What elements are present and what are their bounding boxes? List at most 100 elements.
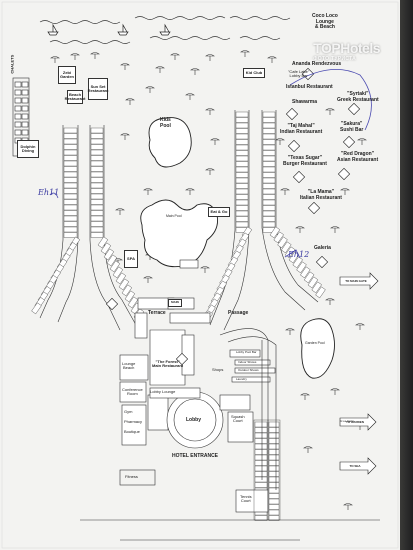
room-cell xyxy=(121,284,133,297)
kids-pool xyxy=(148,117,192,168)
room-cell xyxy=(31,302,42,315)
room-cell xyxy=(235,221,249,228)
room-cell xyxy=(277,236,288,249)
room-cell xyxy=(103,248,115,261)
room-cell xyxy=(262,205,276,211)
room-cell xyxy=(235,111,249,118)
room-cell xyxy=(254,465,268,472)
room-cell xyxy=(63,199,78,205)
room-cell xyxy=(262,210,276,217)
room-cell xyxy=(90,166,104,172)
room-cell xyxy=(262,133,276,140)
room-cell xyxy=(268,482,280,488)
pools xyxy=(140,117,335,379)
sea-waves xyxy=(39,16,291,44)
label-fitness: Fitness xyxy=(125,474,138,479)
room-cell xyxy=(262,144,276,151)
label-passage: Passage xyxy=(228,310,249,316)
room-cell xyxy=(63,138,78,145)
room-cell xyxy=(262,194,276,200)
room-cell xyxy=(63,149,78,156)
label-garden-pool: Garden Pool xyxy=(305,341,325,345)
room-cell xyxy=(90,171,104,178)
room-cell xyxy=(90,177,104,183)
label-lounge: Lounge Beach xyxy=(122,361,136,371)
room-cell xyxy=(235,133,249,140)
room-cell xyxy=(281,241,292,254)
room-cell xyxy=(235,183,249,189)
room-cell xyxy=(235,199,249,206)
room-cell xyxy=(268,438,280,444)
room-cell xyxy=(268,465,280,472)
room-cell xyxy=(127,296,139,309)
label-lobby: Lobby xyxy=(186,417,201,423)
room-cell xyxy=(90,232,104,238)
label-la-mama: "La Mama" Italian Restaurant xyxy=(300,189,342,201)
room-cell xyxy=(63,204,78,211)
label-shops: Shops xyxy=(212,367,224,372)
room-cell xyxy=(254,432,268,439)
label-boutique: Boutique xyxy=(124,429,140,434)
room-cell xyxy=(235,117,249,123)
room-cell xyxy=(63,193,78,200)
room-cell xyxy=(262,221,276,228)
room-cell xyxy=(268,487,280,494)
label-syrtaki: "Syrtaki" Greek Restaurant xyxy=(337,91,379,103)
room-cell xyxy=(268,460,280,466)
label-lobby-lounge: Lobby Lounge xyxy=(150,389,176,394)
room-cell xyxy=(268,443,280,450)
label-a-la-carte: A La Carte xyxy=(340,419,355,423)
room-cell xyxy=(254,471,268,477)
room-cell xyxy=(90,144,104,150)
room-cell xyxy=(273,231,284,244)
room-cell xyxy=(296,261,307,274)
room-cell xyxy=(112,266,124,279)
room-cell xyxy=(90,215,104,222)
photo-edge-shadow xyxy=(400,0,413,550)
label-spa: SPA xyxy=(124,250,138,268)
label-main-pool: Main Pool xyxy=(166,214,182,218)
tophotels-watermark: TOPHotels ФОТО ТУРИСТА xyxy=(313,40,380,62)
room-cell xyxy=(254,460,268,466)
room-cell xyxy=(90,182,104,189)
room-cell xyxy=(235,122,249,129)
label-sakura: "Sakura" Sushi Bar xyxy=(340,121,364,133)
room-cell xyxy=(262,139,276,145)
room-cell xyxy=(268,515,280,521)
label-shawarma: Shawarma xyxy=(292,99,318,105)
room-cell xyxy=(90,210,104,216)
room-cell xyxy=(106,254,118,267)
label-coco-loco: Coco Loco Lounge & Beach xyxy=(312,13,338,30)
resort-map-paper: CHALETS Dolphin Diving Zebi Garden Beach… xyxy=(0,0,400,550)
building-left-wing xyxy=(39,125,137,331)
label-laundry: Laundry xyxy=(236,377,247,381)
room-cell xyxy=(63,221,78,227)
room-cell xyxy=(254,449,268,455)
room-cell xyxy=(118,278,130,291)
room-cell xyxy=(90,226,104,233)
label-red-dragon: "Red Dragon" Asian Restaurant xyxy=(337,151,379,163)
room-cell xyxy=(235,139,249,145)
room-cell xyxy=(254,454,268,461)
main-pool xyxy=(140,199,218,268)
room-cell xyxy=(235,128,249,134)
label-outdoor-shows: Outdoor Shows xyxy=(238,368,259,372)
room-cell xyxy=(268,449,280,455)
room-cell xyxy=(63,144,78,150)
room-cell xyxy=(254,421,268,428)
room-cell xyxy=(254,476,268,483)
label-taj-mahal: "Taj Mahal" Indian Restaurant xyxy=(280,123,323,135)
arrow-to-sea: TO SEA xyxy=(349,464,361,468)
room-cell xyxy=(268,471,280,477)
room-cell xyxy=(268,454,280,461)
garden-pool xyxy=(300,318,335,379)
restaurant-icons xyxy=(105,67,361,366)
room-cell xyxy=(90,160,104,167)
label-beach: Beach Restaurant xyxy=(65,90,85,104)
room-cell xyxy=(262,166,276,173)
label-lobby-pool-bar: Lobby Pool Bar xyxy=(236,350,257,354)
room-cell xyxy=(262,128,276,134)
room-cell xyxy=(63,232,78,238)
room-cell xyxy=(235,155,249,162)
room-cell xyxy=(288,251,300,264)
